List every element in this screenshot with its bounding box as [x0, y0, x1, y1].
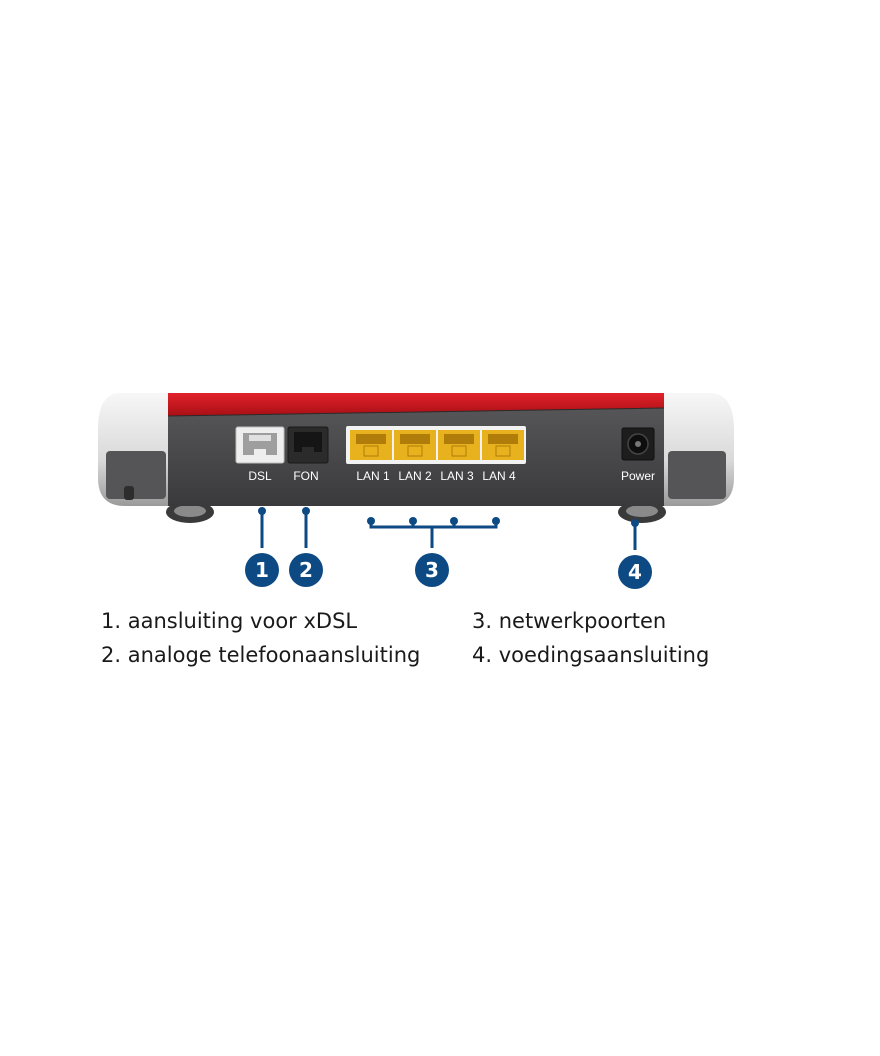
lan-ports: LAN 1 LAN 2 LAN 3 LAN 4 — [346, 426, 526, 483]
router-right-end — [660, 393, 734, 506]
port-label-dsl: DSL — [248, 469, 272, 483]
callout-lines — [260, 511, 637, 550]
svg-text:4: 4 — [628, 560, 642, 584]
port-label-lan3: LAN 3 — [440, 469, 474, 483]
badge-2: 2 — [289, 553, 323, 587]
legend-left: 1. aansluiting voor xDSL 2. analoge tele… — [101, 604, 420, 672]
port-label-lan2: LAN 2 — [398, 469, 432, 483]
router-body — [167, 393, 665, 506]
legend-right: 3. netwerkpoorten 4. voedingsaansluiting — [472, 604, 709, 672]
dsl-port: DSL — [235, 426, 285, 483]
legend-item-4: 4. voedingsaansluiting — [472, 643, 710, 667]
callout-dots — [258, 507, 639, 527]
legend-item-3: 3. netwerkpoorten — [472, 609, 667, 633]
lan-port-1 — [350, 430, 392, 460]
lan-port-4 — [482, 430, 524, 460]
svg-text:3: 3 — [425, 558, 439, 582]
port-label-lan4: LAN 4 — [482, 469, 516, 483]
legend-item-2: 2. analoge telefoonaansluiting — [101, 643, 421, 667]
badge-1: 1 — [245, 553, 279, 587]
fon-port: FON — [287, 426, 329, 483]
port-label-power: Power — [621, 469, 655, 483]
lan-port-2 — [394, 430, 436, 460]
power-port: Power — [621, 427, 655, 483]
port-label-fon: FON — [293, 469, 318, 483]
badge-3: 3 — [415, 553, 449, 587]
svg-text:2: 2 — [299, 558, 313, 582]
svg-text:1: 1 — [255, 558, 269, 582]
lan-port-3 — [438, 430, 480, 460]
router-feet — [166, 501, 666, 523]
badge-4: 4 — [618, 555, 652, 589]
legend-item-1: 1. aansluiting voor xDSL — [101, 609, 358, 633]
port-label-lan1: LAN 1 — [356, 469, 390, 483]
router-left-end — [98, 393, 172, 506]
